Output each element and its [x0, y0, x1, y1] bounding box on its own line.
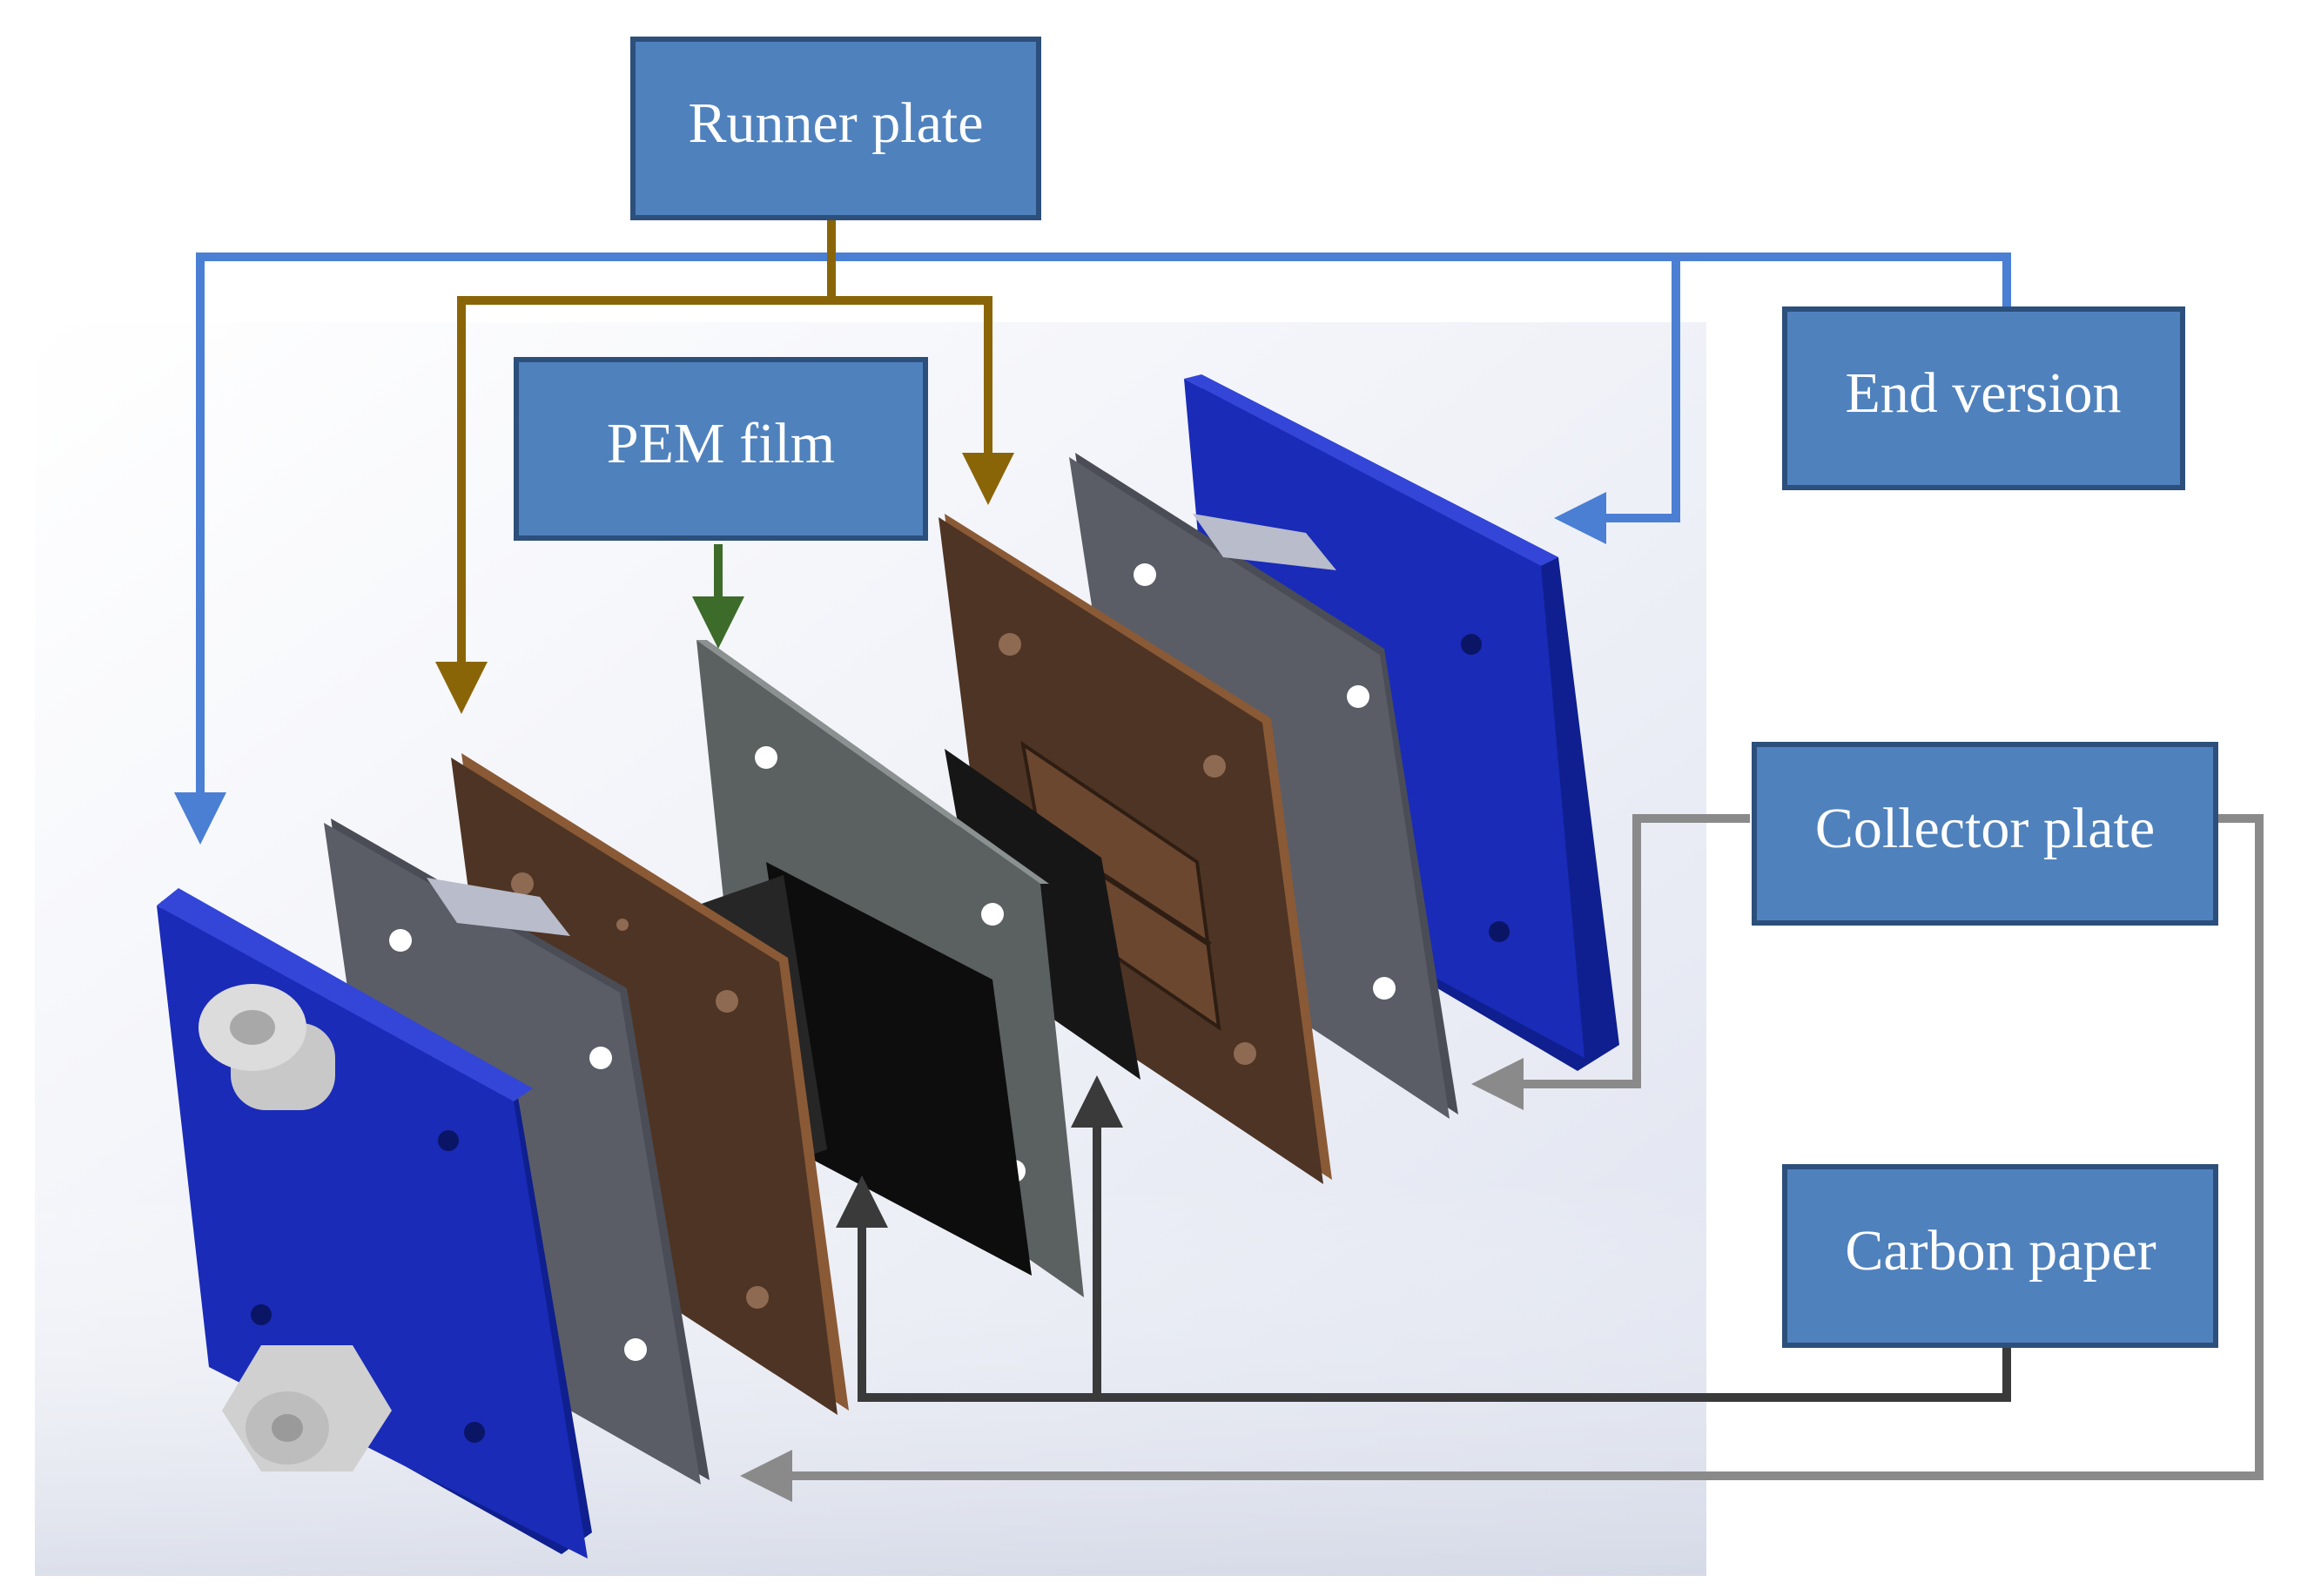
end-version-leader: [174, 253, 2011, 845]
right-end-plate-hole: [1489, 921, 1510, 942]
left-runner-plate-hole: [746, 1286, 769, 1309]
carbon-paper-label: Carbon paper: [1782, 1164, 2218, 1348]
collector-plate-leader: [1471, 814, 1750, 1110]
left-runner-plate-hole: [616, 919, 629, 931]
right-runner-plate-hole: [1234, 1042, 1256, 1065]
left-collector-plate-hole: [589, 1047, 612, 1069]
left-end-plate-hole: [464, 1422, 485, 1443]
end-version-label: End version: [1782, 306, 2185, 490]
left-collector-plate-hole: [389, 929, 412, 952]
left-runner-plate-hole: [716, 990, 738, 1013]
runner-plate-leader-branch: [831, 296, 1014, 505]
runner-plate-label-text: Runner plate: [688, 91, 983, 155]
pem-film-hole: [755, 746, 777, 769]
left-collector-tab: [427, 878, 570, 936]
right-collector-plate-hole: [1373, 977, 1396, 1000]
runner-plate-leader: [435, 218, 836, 714]
nut-fitting: [222, 1345, 392, 1471]
runner-plate-label: Runner plate: [630, 37, 1041, 220]
carbon-paper-leader: [858, 1106, 2011, 1402]
left-end-plate-hole: [251, 1304, 272, 1325]
left-end-plate: [157, 888, 592, 1559]
right-end-plate-hole: [1461, 634, 1482, 655]
carbon-paper-label-text: Carbon paper: [1845, 1219, 2156, 1283]
end-version-leader-branch: [1554, 257, 1680, 544]
end-version-label-text: End version: [1845, 361, 2121, 425]
right-collector-plate-hole: [1134, 563, 1156, 586]
pem-film-label-text: PEM film: [607, 412, 835, 475]
right-runner-plate-hole: [1203, 755, 1226, 778]
pem-film-hole: [981, 903, 1004, 926]
right-collector-plate-hole: [1347, 685, 1369, 708]
right-runner-plate-hole: [999, 633, 1021, 656]
collector-plate-label: Collector plate: [1752, 742, 2218, 926]
right-runner-plate: [939, 514, 1332, 1184]
elbow-fitting: [198, 984, 335, 1110]
left-runner-plate-hole: [511, 872, 534, 895]
collector-plate-label-text: Collector plate: [1815, 797, 2155, 860]
left-collector-plate-hole: [624, 1338, 647, 1361]
pem-film-label: PEM film: [514, 357, 928, 541]
collector-plate-leader-branch: [740, 814, 2264, 1502]
left-end-plate-hole: [438, 1130, 459, 1151]
right-collector-tab: [1193, 514, 1336, 570]
